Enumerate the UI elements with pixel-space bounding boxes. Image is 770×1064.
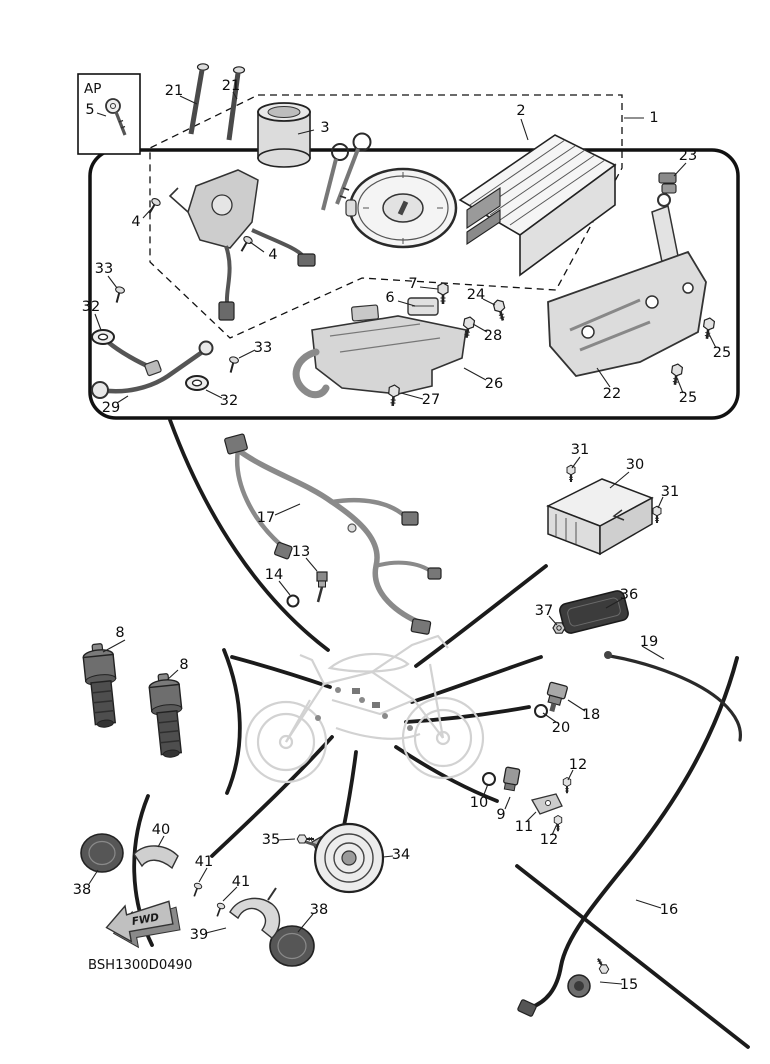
part-callout: 28 <box>483 328 503 344</box>
bracket-29-illustration <box>91 340 214 399</box>
part-callout: 18 <box>581 707 601 723</box>
connector-15-illustration <box>567 974 591 998</box>
top-panel-outline <box>88 148 740 420</box>
part-callout: 41 <box>231 874 251 890</box>
part-callout: 41 <box>194 854 214 870</box>
part-callout: 17 <box>256 510 276 526</box>
bracket-40-illustration <box>133 845 179 870</box>
part-callout: 10 <box>469 795 489 811</box>
ignition-coils-illustration <box>81 641 188 760</box>
sensor-13-illustration <box>316 571 328 603</box>
horn-illustration <box>299 822 385 894</box>
part-callout: 33 <box>94 261 114 277</box>
fwd-label: FWD <box>131 911 160 928</box>
part-callout: 12 <box>539 832 559 848</box>
drawing-code: BSH1300D0490 <box>88 958 192 973</box>
cable-19-illustration <box>604 651 743 742</box>
part-callout: 14 <box>264 567 284 583</box>
pointer-curves <box>132 418 750 1049</box>
bracket-39-illustration <box>229 897 281 939</box>
pad-36-illustration <box>559 590 629 634</box>
fwd-arrow-icon: FWD <box>105 900 181 949</box>
part-callout: 39 <box>189 927 209 943</box>
o-ring-10-icon <box>482 772 496 786</box>
grommet-32-icon <box>91 329 115 345</box>
part-callout: 36 <box>619 587 639 603</box>
relay-bracket-26-illustration <box>292 304 467 399</box>
grommet-32-icon <box>185 375 209 391</box>
part-callout: 26 <box>484 376 504 392</box>
part-callout: 31 <box>570 442 590 458</box>
part-callout: 11 <box>514 819 534 835</box>
clamp-6-illustration <box>407 297 439 316</box>
part-callout: 8 <box>115 625 125 641</box>
ap-key-box: AP <box>77 73 141 155</box>
part-callout: 30 <box>625 457 645 473</box>
part-callout: 22 <box>602 386 622 402</box>
part-callout: 34 <box>391 847 411 863</box>
harness-attach-points <box>315 687 413 731</box>
part-callout: 37 <box>534 603 554 619</box>
part-callout: 9 <box>496 807 506 823</box>
part-callout: 40 <box>151 822 171 838</box>
part-callout: 6 <box>385 290 395 306</box>
harness-17-illustration <box>224 433 442 635</box>
screw-21-illustrations <box>188 63 246 141</box>
key-icon <box>105 98 127 136</box>
module-30-illustration <box>546 478 654 556</box>
part-callout: 15 <box>619 977 639 993</box>
main-switch-illustration <box>168 102 316 321</box>
bracket-22-illustration <box>547 193 707 377</box>
part-callout: 1 <box>649 110 659 126</box>
part-callout: 32 <box>81 299 101 315</box>
part-callout: 20 <box>551 720 571 736</box>
part-callout: 38 <box>309 902 329 918</box>
part-callout: 12 <box>568 757 588 773</box>
part-callout: 25 <box>678 390 698 406</box>
part-callout: 4 <box>268 247 278 263</box>
fuel-cap-illustration <box>345 167 458 249</box>
part-callout: 27 <box>421 392 441 408</box>
part-callout: 35 <box>261 832 281 848</box>
ignition-keys-illustration <box>321 132 372 211</box>
disc-38-illustration <box>80 833 315 967</box>
part-callout: 5 <box>85 102 95 118</box>
ap-label: AP <box>84 81 101 97</box>
part-callout: 31 <box>660 484 680 500</box>
part-callout: 3 <box>320 120 330 136</box>
part-callout: 21 <box>221 78 241 94</box>
sensor-18-illustration <box>546 681 568 712</box>
sensor-9-group-illustration <box>482 766 563 815</box>
part-callout: 13 <box>291 544 311 560</box>
part-callout: 19 <box>639 634 659 650</box>
group-1-dashed-outline <box>149 94 623 339</box>
part-callout: 38 <box>72 882 92 898</box>
part-callout: 32 <box>219 393 239 409</box>
ecu-illustration <box>458 134 617 277</box>
part-callout: 29 <box>101 400 121 416</box>
part-callout: 21 <box>164 83 184 99</box>
part-callout: 25 <box>712 345 732 361</box>
part-callout: 4 <box>131 214 141 230</box>
part-callout: 23 <box>678 148 698 164</box>
part-callout: 7 <box>408 276 418 292</box>
part-callout: 24 <box>466 287 486 303</box>
bracket-39-hook <box>267 887 277 901</box>
part-callout: 16 <box>659 902 679 918</box>
nut-37-icon <box>552 622 566 634</box>
cable-16-illustration <box>517 656 739 1017</box>
o-ring-20-icon <box>534 704 548 718</box>
part-callout: 33 <box>253 340 273 356</box>
motorcycle-ghost <box>244 634 485 784</box>
part-callout: 8 <box>179 657 189 673</box>
part-callout: 2 <box>516 103 526 119</box>
leader-lines <box>88 91 717 985</box>
clamp-23-illustration <box>658 172 677 194</box>
o-ring-14-icon <box>286 594 300 608</box>
